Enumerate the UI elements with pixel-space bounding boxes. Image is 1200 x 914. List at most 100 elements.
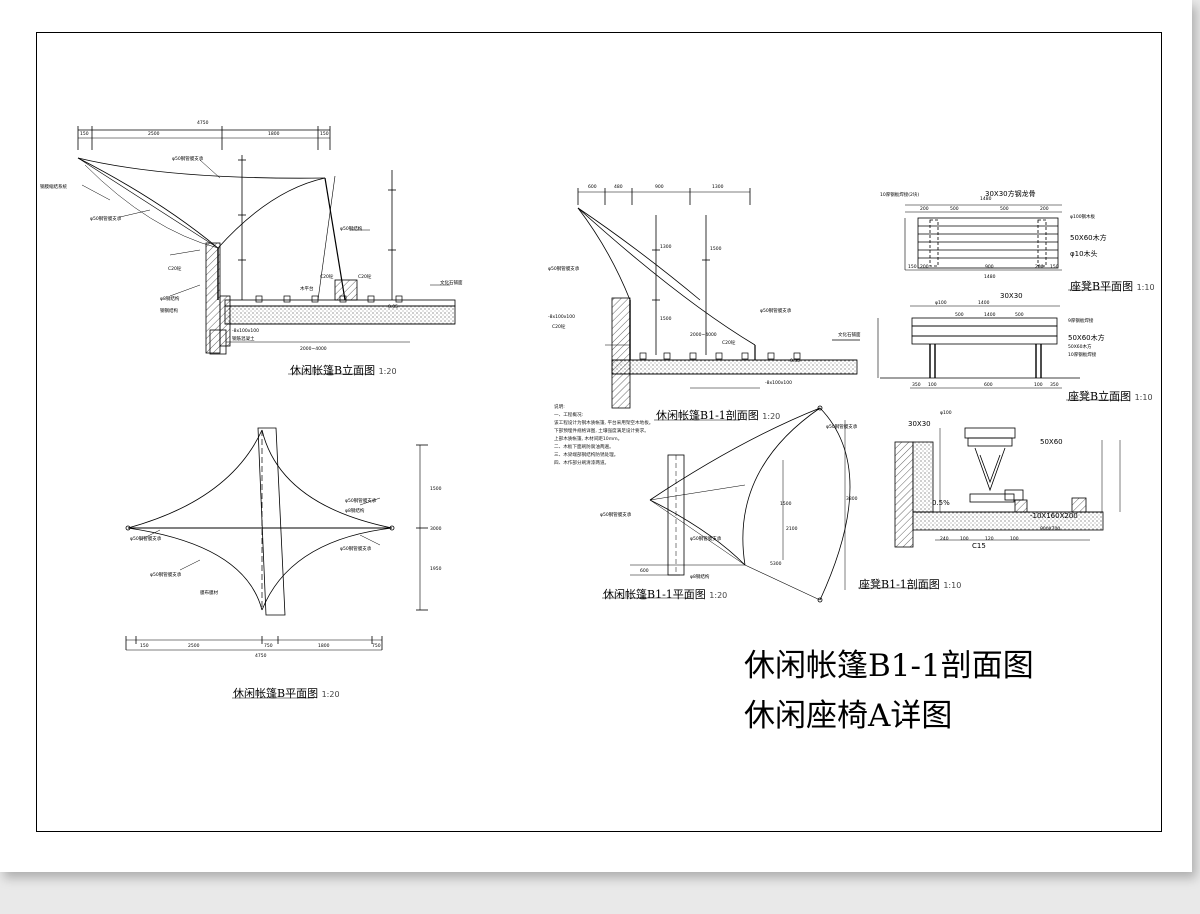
label-text: 0.5%	[932, 499, 950, 507]
caption-scale: 1:10	[1134, 393, 1153, 402]
label-text: 文化石铺面	[838, 331, 861, 338]
bench-plan-view	[904, 204, 1062, 271]
dim-text: 3000	[430, 526, 442, 532]
label-text: 50X60木方	[1070, 233, 1107, 242]
dim-text: 350	[912, 382, 921, 388]
dim-text: 2000~4000	[690, 332, 717, 338]
dim-text: 1400	[978, 300, 990, 306]
dim-text: 1500	[430, 486, 442, 492]
label-text: C20砼	[358, 273, 372, 280]
dim-text: 600	[640, 568, 649, 574]
label-text: 10厚钢板焊接(2块)	[880, 191, 919, 198]
label-text: φ8钢结构	[345, 507, 365, 514]
dim-text: 750	[372, 643, 381, 649]
dim-text: 100	[1010, 536, 1019, 542]
dim-text: 100	[960, 536, 969, 542]
dim-text: 2500	[188, 643, 200, 649]
dim-text: 100	[1034, 382, 1043, 388]
cad-drawing: 4750 2500 1800 150 150 2000~4000 钢膜缩结系统 …	[40, 120, 1122, 699]
label-text: -8x100x100	[765, 380, 792, 386]
bench-section-view	[894, 427, 1121, 548]
label-text: C15	[972, 542, 986, 550]
caption-scale: 1:10	[1136, 283, 1155, 292]
label-text: 木平台	[300, 285, 314, 292]
label-text: C20砼	[722, 339, 736, 346]
caption-text: 座凳B平面图	[1070, 280, 1134, 293]
dim-text: 100	[928, 382, 937, 388]
dim-text: 1500	[660, 316, 672, 322]
dim-text: φ100	[935, 300, 947, 306]
label-text: 钢膜缩结系统	[40, 183, 67, 190]
label-text: 0.35	[790, 358, 800, 364]
dim-text: 480	[614, 184, 623, 190]
caption-scale: 1:10	[943, 581, 962, 590]
label-text: φ50钢管膜支承	[345, 497, 377, 504]
label-text: φ10木头	[1070, 249, 1098, 258]
caption-tent-elevation: 休闲帐篷B立面图 1:20	[290, 362, 397, 378]
notes-line: 四、木作部分刷清漆两道。	[554, 461, 610, 466]
notes-line: 下部预埋件规格详图, 土壤强度满足设计要求。	[554, 429, 649, 434]
tent-elevation-dimension-texts: 4750 2500 1800 150 150 2000~4000 钢膜缩结系统 …	[40, 120, 463, 352]
label-text: φ100钢木板	[1070, 213, 1096, 220]
label-text: 文化石铺面	[440, 279, 463, 286]
sheet-title-1: 休闲帐篷B1-1剖面图	[744, 648, 1034, 684]
tent-plan-view	[125, 427, 428, 651]
label-text: φ50钢管膜支承	[150, 571, 182, 578]
bench-elevation-texts: 30X30 φ100 1400 1400 500 500 350 100 600…	[912, 292, 1105, 388]
tent-section-texts: 600 480 900 1300 1300 1500 1500 2000~400…	[548, 184, 861, 386]
dim-text: 150	[80, 131, 89, 137]
dim-text: 1480	[984, 274, 996, 280]
dim-text: 200	[920, 206, 929, 212]
caption-text: 休闲帐篷B1-1平面图	[603, 588, 706, 601]
general-notes: 说明: 一、工程概况: 该工程设计为钢木质帐篷, 平台采用架空木地板。 下部预埋…	[554, 404, 653, 468]
label-text: 30X30方钢龙骨	[985, 189, 1036, 198]
notes-heading: 说明:	[554, 405, 565, 410]
caption-scale: 1:20	[378, 367, 397, 376]
dim-text: 900	[655, 184, 664, 190]
bench-plan-texts: 1480 200 500 500 200 1480 150 200 900 20…	[880, 189, 1107, 280]
tent-section-plan-texts: 600 1500 2100 3800 5300 φ50钢管膜支承 φ50钢管膜支…	[600, 423, 858, 580]
notes-line: 三、木梁端部钢结构防锈处理。	[554, 453, 619, 458]
caption-text: 座凳B立面图	[1068, 390, 1132, 403]
label-text: 50X60木方	[1068, 333, 1105, 342]
label-text: 900X700	[1040, 526, 1060, 532]
sheet-title-2: 休闲座椅A详图	[744, 698, 953, 734]
label-text: φ50钢管膜支承	[90, 215, 122, 222]
label-text: 50X60木方	[1068, 343, 1092, 350]
label-text: -10X160X200	[1030, 512, 1078, 520]
dim-text: 1500	[780, 501, 792, 507]
dim-text: 150	[140, 643, 149, 649]
bench-section-texts: 240 100 120 100 φ100 30X30 50X60 0.5% -1…	[908, 410, 1078, 550]
label-text: φ50钢管膜支承	[548, 265, 580, 272]
dim-text: 1400	[984, 312, 996, 318]
label-text: 50X60	[1040, 438, 1063, 446]
label-text: -8x100x100	[232, 328, 259, 334]
caption-scale: 1:20	[709, 591, 728, 600]
drawing-sheet: 4750 2500 1800 150 150 2000~4000 钢膜缩结系统 …	[0, 0, 1192, 872]
caption-text: 休闲帐篷B1-1剖面图	[656, 409, 759, 422]
caption-bench-section: 座凳B1-1剖面图 1:10	[859, 576, 961, 592]
dim-text: 500	[950, 206, 959, 212]
dim-text: 1480	[980, 196, 992, 202]
dim-text: 1300	[712, 184, 724, 190]
label-text: φ8钢结构	[690, 573, 710, 580]
dim-text: 1800	[318, 643, 330, 649]
dim-text: 3800	[846, 496, 858, 502]
label-text: φ50钢管膜支承	[130, 535, 162, 542]
tent-plan-texts: 150 2500 750 1800 750 4750 1500 3000 195…	[130, 486, 442, 659]
dim-text: 1500	[710, 246, 722, 252]
dim-text: 150	[1050, 264, 1059, 270]
caption-tent-section-plan: 休闲帐篷B1-1平面图 1:20	[603, 586, 727, 602]
caption-tent-plan: 休闲帐篷B平面图 1:20	[233, 685, 340, 701]
dim-text: 2100	[786, 526, 798, 532]
dim-text: 120	[985, 536, 994, 542]
tent-section-view	[577, 188, 860, 409]
label-text: 膜布膜材	[200, 589, 218, 596]
dim-text: 350	[1050, 382, 1059, 388]
label-text: φ50钢管膜支承	[340, 545, 372, 552]
caption-scale: 1:20	[762, 412, 781, 421]
label-text: 0.05	[388, 304, 398, 310]
dim-text: 900	[985, 264, 994, 270]
drawing-border	[36, 32, 1162, 832]
label-text: φ50钢管膜支承	[760, 307, 792, 314]
